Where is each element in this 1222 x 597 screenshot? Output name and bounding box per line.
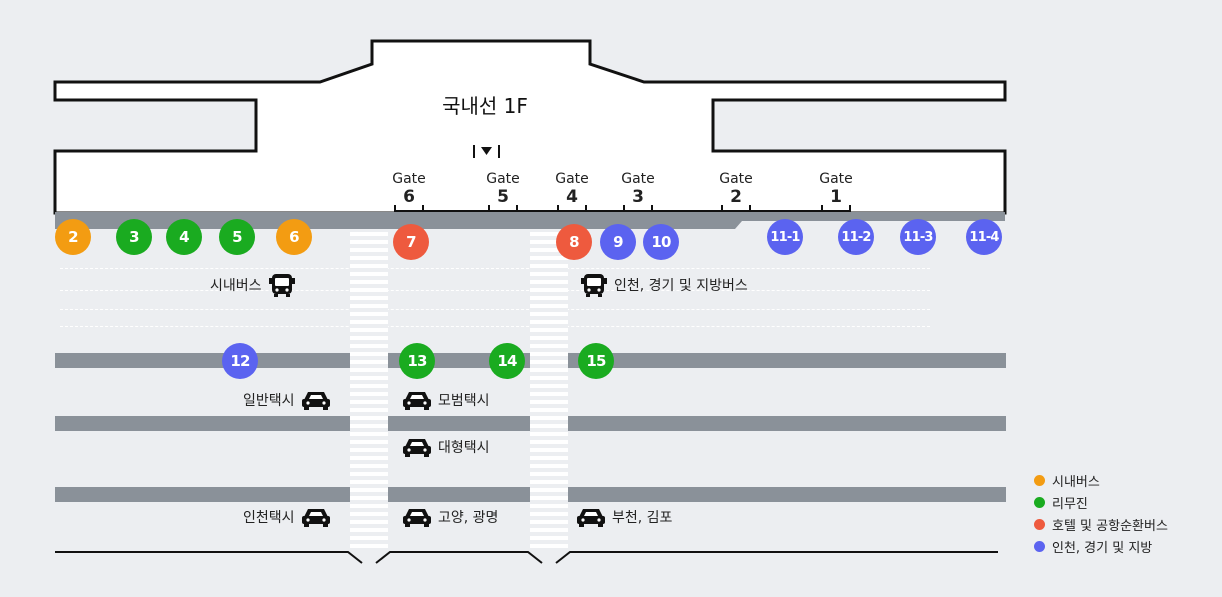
legend: 시내버스 리무진 호텔 및 공항순환버스 인천, 경기 및 지방 xyxy=(1034,469,1168,557)
legend-item: 시내버스 xyxy=(1034,469,1168,491)
crosswalk-left xyxy=(350,232,388,550)
legend-item: 인천, 경기 및 지방 xyxy=(1034,535,1168,557)
stop-6[interactable]: 6 xyxy=(276,219,312,255)
stop-12[interactable]: 12 xyxy=(222,343,258,379)
general-taxi-zone: 일반택시 xyxy=(243,388,331,412)
floor-label: 국내선 1F xyxy=(442,94,528,118)
bus-icon xyxy=(581,274,607,297)
taxi-icon xyxy=(403,509,431,527)
stop-3[interactable]: 3 xyxy=(116,219,152,255)
taxi-icon xyxy=(403,439,431,457)
large-taxi-zone: 대형택시 xyxy=(402,435,490,459)
lane-dash xyxy=(60,309,930,310)
legend-item: 호텔 및 공항순환버스 xyxy=(1034,513,1168,535)
red-dot-icon xyxy=(1034,518,1045,530)
stop-10[interactable]: 10 xyxy=(643,224,679,260)
incheon-taxi-zone: 인천택시 xyxy=(243,505,331,529)
stop-15[interactable]: 15 xyxy=(578,343,614,379)
stop-2[interactable]: 2 xyxy=(55,219,91,255)
entrance-marker xyxy=(473,145,500,158)
lane-dash xyxy=(60,268,930,269)
taxi-icon xyxy=(577,509,605,527)
terminal-building xyxy=(53,39,1007,215)
bucheon-taxi-zone: 부천, 김포 xyxy=(576,505,672,529)
lane-dash xyxy=(60,290,930,291)
stop-5[interactable]: 5 xyxy=(219,219,255,255)
stop-11-2[interactable]: 11-2 xyxy=(838,219,874,255)
green-dot-icon xyxy=(1034,496,1045,508)
crosswalk-right xyxy=(530,232,568,550)
stop-11-1[interactable]: 11-1 xyxy=(767,219,803,255)
stop-7[interactable]: 7 xyxy=(393,224,429,260)
blue-dot-icon xyxy=(1034,540,1045,552)
stop-4[interactable]: 4 xyxy=(166,219,202,255)
goyang-taxi-zone: 고양, 광명 xyxy=(402,505,498,529)
stop-8[interactable]: 8 xyxy=(556,224,592,260)
orange-dot-icon xyxy=(1034,474,1045,486)
legend-item: 리무진 xyxy=(1034,491,1168,513)
incheon-bus-zone: 인천, 경기 및 지방버스 xyxy=(580,271,748,299)
stop-9[interactable]: 9 xyxy=(600,224,636,260)
bus-icon xyxy=(268,274,295,297)
stop-11-4[interactable]: 11-4 xyxy=(966,219,1002,255)
lane-dash xyxy=(60,326,930,327)
stop-11-3[interactable]: 11-3 xyxy=(900,219,936,255)
taxi-icon xyxy=(301,392,330,410)
city-bus-zone: 시내버스 xyxy=(210,271,296,299)
stop-14[interactable]: 14 xyxy=(489,343,525,379)
taxi-icon xyxy=(301,509,330,527)
stop-13[interactable]: 13 xyxy=(399,343,435,379)
taxi-icon xyxy=(403,392,431,410)
model-taxi-zone: 모범택시 xyxy=(402,388,490,412)
road-boundary xyxy=(55,551,998,564)
